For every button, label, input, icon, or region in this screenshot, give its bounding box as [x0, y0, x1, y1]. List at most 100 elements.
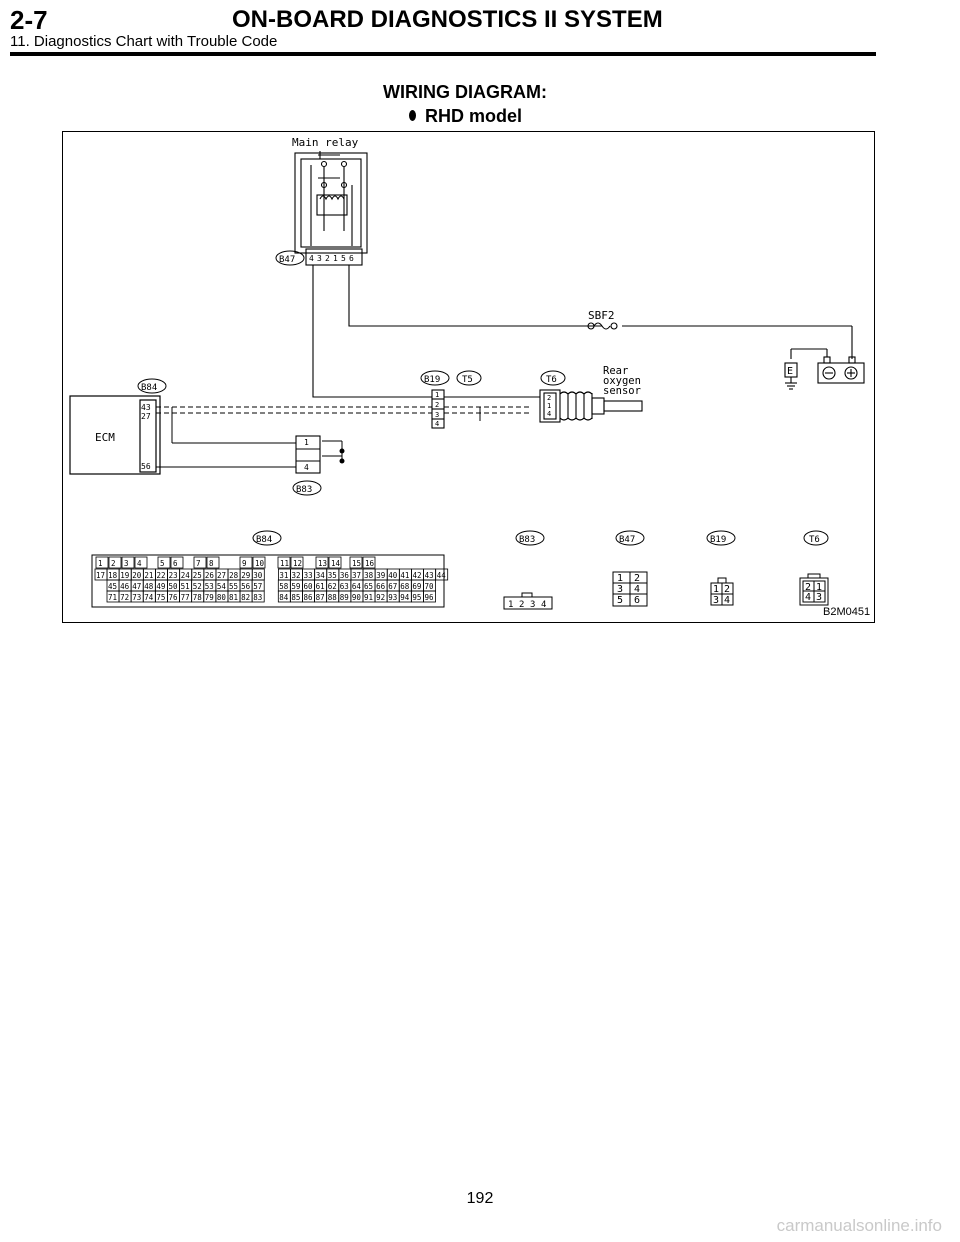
b47-legend-pin-2: 2	[634, 573, 640, 584]
ecm-pin-43: 43	[141, 403, 151, 412]
pin-cell	[435, 568, 449, 581]
t6-label: T6	[546, 375, 557, 385]
b84-pin-2: 2	[111, 559, 116, 568]
b84-pin-91: 91	[364, 593, 373, 602]
svg-text:3: 3	[435, 411, 439, 419]
power-wires	[312, 265, 853, 398]
b84-pin-58: 58	[279, 582, 289, 591]
b84-pin-49: 49	[156, 582, 165, 591]
b84-pin-33: 33	[304, 571, 313, 580]
b84-pin-76: 76	[169, 593, 179, 602]
b47-pins: 4 3 2 1 5 6	[309, 254, 354, 263]
t6-legend-pin-2: 2	[805, 582, 811, 593]
b84-pin-35: 35	[328, 571, 337, 580]
page-title: ON-BOARD DIAGNOSTICS II SYSTEM	[232, 6, 663, 33]
ecm-pin-56: 56	[141, 462, 151, 471]
b84-pin-47: 47	[132, 582, 141, 591]
wiring-diagram: Main relay B47 4 3 2 1 5 6 SBF2	[69, 136, 865, 610]
t6-pins: 2 1 4	[547, 394, 551, 418]
b84-pin-55: 55	[229, 582, 238, 591]
b84-pin-94: 94	[400, 593, 410, 602]
b84-pin-39: 39	[376, 571, 385, 580]
svg-text:4: 4	[435, 420, 439, 428]
b84-pin-79: 79	[205, 593, 214, 602]
b84-pin-71: 71	[108, 593, 117, 602]
pin-cell	[108, 556, 122, 569]
svg-text:Rear: Rear	[603, 365, 628, 377]
t6-legend-pin-4: 4	[805, 592, 811, 603]
ground-symbol	[784, 362, 798, 390]
b84-pin-31: 31	[279, 571, 288, 580]
b84-pin-51: 51	[181, 582, 190, 591]
b84-pin-57: 57	[253, 582, 262, 591]
page-number: 192	[466, 1190, 494, 1207]
pin-cell	[328, 556, 342, 569]
svg-text:2: 2	[325, 254, 330, 263]
b84-pin-69: 69	[412, 582, 421, 591]
svg-text:sensor: sensor	[603, 385, 641, 397]
signal-wires	[156, 396, 540, 468]
legend-t6-label: T6	[809, 535, 820, 545]
b84-pin-85: 85	[291, 593, 300, 602]
b47-pinout	[612, 571, 648, 607]
pin-cell	[134, 556, 148, 569]
b84-pin-12: 12	[293, 559, 302, 568]
b84-pin-81: 81	[229, 593, 238, 602]
legend-b19-label: B19	[710, 535, 726, 545]
b84-label: B84	[141, 383, 157, 393]
b84-pin-64: 64	[352, 582, 362, 591]
b84-pin-7: 7	[196, 559, 201, 568]
b84-pin-90: 90	[352, 593, 362, 602]
battery	[790, 348, 865, 384]
b84-pin-3: 3	[124, 559, 129, 568]
b19-legend-pin-1: 1	[713, 584, 719, 595]
b84-pin-83: 83	[253, 593, 262, 602]
svg-text:1: 1	[547, 402, 551, 410]
svg-text:3: 3	[317, 254, 322, 263]
t5-tag	[456, 370, 482, 386]
b19-legend-pin-3: 3	[713, 595, 719, 606]
b84-pin-36: 36	[340, 571, 350, 580]
b47-legend-pin-4: 4	[634, 584, 640, 595]
b84-pin-60: 60	[304, 582, 314, 591]
b84-pin-68: 68	[400, 582, 410, 591]
b83-legend-pin-1: 1	[508, 600, 513, 610]
b84-pin-96: 96	[425, 593, 435, 602]
b84-pin-29: 29	[241, 571, 250, 580]
b84-pin-53: 53	[205, 582, 214, 591]
pin-cell	[157, 556, 171, 569]
b84-pin-23: 23	[169, 571, 178, 580]
pin-cell	[251, 590, 265, 603]
b84-pin-48: 48	[144, 582, 154, 591]
b84-pin-19: 19	[120, 571, 129, 580]
b84-pin-34: 34	[316, 571, 326, 580]
b84-pin-42: 42	[413, 571, 422, 580]
svg-text:1: 1	[435, 391, 439, 399]
b83-pin-4: 4	[304, 463, 309, 472]
b84-pin-82: 82	[241, 593, 250, 602]
b84-pin-72: 72	[120, 593, 129, 602]
b84-pin-50: 50	[169, 582, 179, 591]
b84-pin-1: 1	[98, 559, 103, 568]
bullet-icon	[409, 110, 416, 121]
b84-pin-88: 88	[328, 593, 338, 602]
b84-pin-75: 75	[156, 593, 165, 602]
b84-pin-62: 62	[328, 582, 337, 591]
main-relay-label: Main relay	[292, 136, 359, 149]
b84-pin-65: 65	[364, 582, 373, 591]
b84-pin-45: 45	[108, 582, 117, 591]
b84-pin-95: 95	[412, 593, 421, 602]
b84-pin-5: 5	[160, 559, 165, 568]
b83-pinout	[503, 592, 553, 610]
t6-tag	[540, 370, 566, 386]
b19-pinout	[710, 577, 734, 606]
pin-cell	[170, 556, 184, 569]
b84-pin-44: 44	[437, 571, 447, 580]
b83-tag	[292, 480, 322, 496]
header-rule	[10, 52, 876, 56]
section-number: 2-7	[10, 5, 48, 35]
b84-pin-61: 61	[316, 582, 325, 591]
legend-b83-label: B83	[519, 535, 535, 545]
b84-pin-66: 66	[376, 582, 386, 591]
